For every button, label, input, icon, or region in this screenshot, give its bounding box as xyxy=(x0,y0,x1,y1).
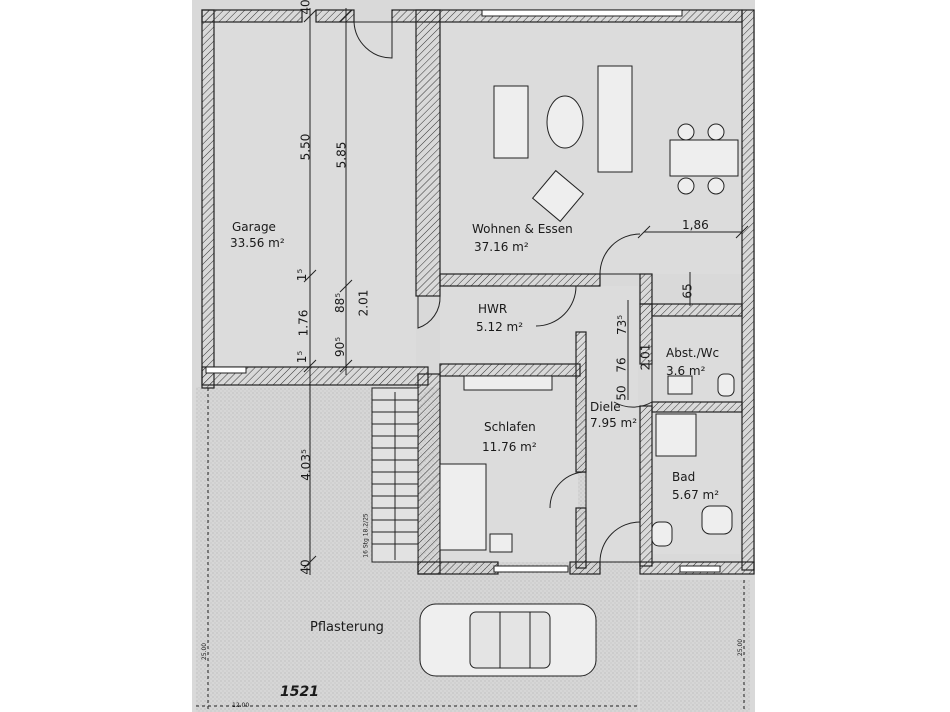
dim-885: 88⁵ xyxy=(333,292,348,314)
room-area-wohnen: 37.16 m² xyxy=(474,240,529,254)
room-label-hwr: HWR xyxy=(478,302,508,316)
bath-toilet xyxy=(651,521,673,547)
room-label-diele: Diele xyxy=(590,400,621,414)
room-label-garage: Garage xyxy=(232,220,276,234)
lot-dim-left: 25.00 xyxy=(201,642,209,661)
paving-label: Pflasterung xyxy=(310,620,384,635)
dim-15-a: 1⁵ xyxy=(295,268,310,282)
sofa-left xyxy=(493,85,529,159)
room-area-bad: 5.67 m² xyxy=(672,488,720,502)
dim-905: 90⁵ xyxy=(333,336,348,358)
room-floors xyxy=(214,22,742,562)
dim-76: 76 xyxy=(614,357,629,373)
room-area-schlafen: 11.76 m² xyxy=(482,440,537,454)
bed xyxy=(439,463,487,551)
room-area-garage: 33.56 m² xyxy=(230,236,285,250)
dining-table xyxy=(669,139,739,177)
dim-50: 50 xyxy=(614,385,629,401)
dim-201-b: 2.01 xyxy=(638,343,653,371)
coffee-table xyxy=(546,95,584,149)
room-label-bad: Bad xyxy=(672,470,696,484)
room-area-hwr: 5.12 m² xyxy=(476,320,524,334)
dim-176: 1.76 xyxy=(296,309,311,337)
dim-585: 5.85 xyxy=(334,141,349,169)
staircase xyxy=(371,387,419,563)
walls xyxy=(201,9,755,575)
dim-40-top: 40 xyxy=(298,0,313,15)
dim-65: 65 xyxy=(680,283,695,299)
lot-dim-right: 25.00 xyxy=(737,638,745,657)
room-area-diele: 7.95 m² xyxy=(590,416,638,430)
dim-735: 73⁵ xyxy=(615,314,630,336)
room-area-wc: 3.6 m² xyxy=(666,364,706,378)
dim-15-b: 1⁵ xyxy=(295,350,310,364)
plot-boundary xyxy=(196,388,745,712)
room-label-wc: Abst./Wc xyxy=(666,346,720,360)
wc-sink xyxy=(667,375,693,395)
dim-40-bottom: 40 xyxy=(298,559,313,575)
car xyxy=(419,603,597,677)
armchair xyxy=(531,169,585,223)
sofa-right xyxy=(597,65,633,173)
wardrobe xyxy=(463,375,553,391)
door-swings xyxy=(353,21,653,563)
room-label-wohnen: Wohnen & Essen xyxy=(472,222,573,236)
wc-toilet xyxy=(717,373,735,397)
shower xyxy=(655,413,697,457)
dim-550: 5.50 xyxy=(298,133,313,161)
room-label-schlafen: Schlafen xyxy=(484,420,536,434)
dim-186: 1,86 xyxy=(682,218,709,232)
paving-right-area xyxy=(640,580,750,712)
plot-number: 1521 xyxy=(280,684,319,700)
dim-201-a: 2.01 xyxy=(356,289,371,317)
bath-sink xyxy=(701,505,733,535)
windows xyxy=(205,9,721,573)
stairs-annotation: 16 Stg 18.2/25 xyxy=(362,513,370,558)
dimension-lines xyxy=(303,8,749,575)
lot-dim-bottom: 12.00 xyxy=(232,702,250,709)
nightstand xyxy=(489,533,513,553)
dim-4035: 4.03⁵ xyxy=(298,449,313,481)
furniture xyxy=(439,65,739,553)
